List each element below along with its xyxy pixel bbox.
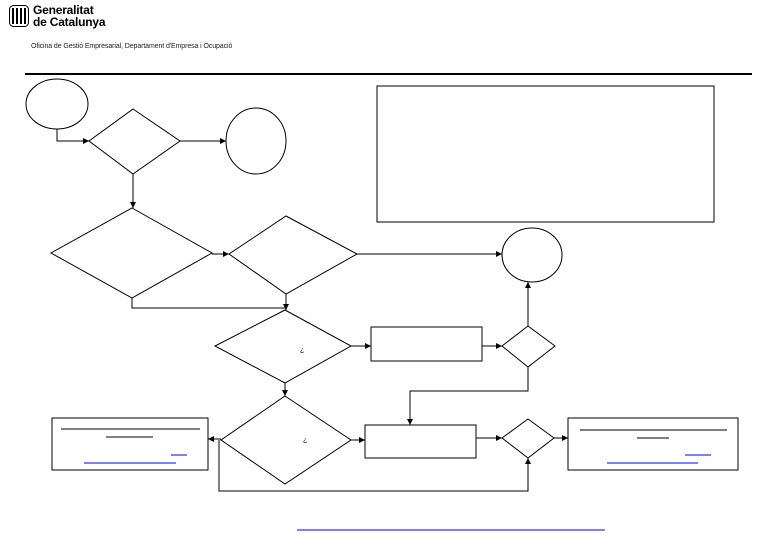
right-note-box <box>567 417 739 471</box>
header-divider <box>25 73 752 75</box>
organization-name: Generalitat de Catalunya <box>33 3 106 29</box>
generalitat-logo-icon <box>9 5 29 27</box>
decision-label-1: ¿ <box>300 347 304 354</box>
page-header: Generalitat de Catalunya Oficina de Gest… <box>0 0 768 80</box>
decision-node-7 <box>501 418 555 459</box>
end-node-1 <box>225 107 287 175</box>
page-subtitle: Oficina de Gestió Empresarial, Departame… <box>31 43 233 50</box>
process-box-1 <box>370 326 483 362</box>
decision-node-6 <box>220 395 352 485</box>
connector-start-to-d1 <box>56 129 89 144</box>
left-note-box <box>51 417 209 471</box>
decision-node-4 <box>213 309 353 384</box>
process-box-2 <box>364 424 477 459</box>
decision-node-2 <box>49 207 214 299</box>
connector-d7-loop <box>218 440 531 492</box>
decision-node-1 <box>88 108 181 175</box>
connector-d2-to-d4 <box>131 298 286 309</box>
notes-box <box>376 85 715 223</box>
decision-node-3 <box>228 215 359 295</box>
connector-d5-to-p2 <box>407 367 529 425</box>
start-node <box>25 78 89 130</box>
decision-node-5 <box>501 325 556 368</box>
decision-label-2: ¿ <box>303 437 307 444</box>
end-node-2 <box>501 227 563 283</box>
